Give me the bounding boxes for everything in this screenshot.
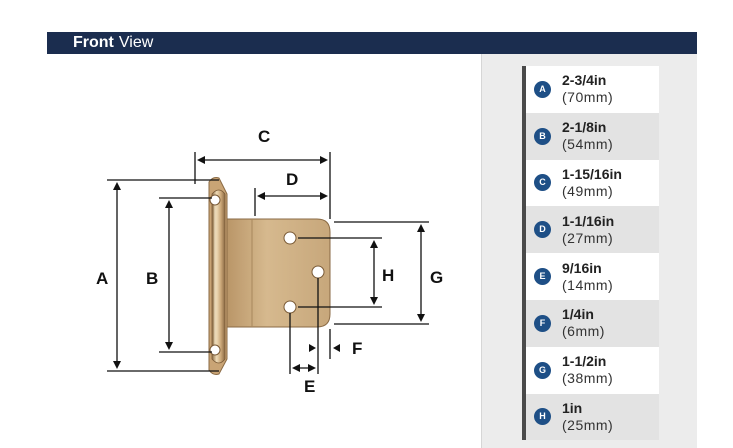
header-title-rest: View xyxy=(118,34,154,51)
label-e: E xyxy=(304,377,315,396)
value-inches: 1-1/16in xyxy=(562,212,615,229)
badge-c: C xyxy=(534,174,551,192)
plate-hole-middle xyxy=(311,265,325,279)
value-mm: (14mm) xyxy=(562,276,614,293)
plate-hole-bottom xyxy=(283,300,297,314)
badge-f: F xyxy=(534,314,551,332)
value-inches: 9/16in xyxy=(562,259,602,276)
label-a: A xyxy=(96,269,108,288)
value-mm: (54mm) xyxy=(562,136,614,153)
dimensions-legend: A 2-3/4in(70mm) B 2-1/8in(54mm) C 1-15/1… xyxy=(522,66,659,441)
value-inches: 1-1/2in xyxy=(562,353,607,370)
hinge-plate xyxy=(224,218,331,328)
label-g: G xyxy=(430,268,443,287)
label-d: D xyxy=(286,170,298,189)
label-h: H xyxy=(382,266,394,285)
badge-a: A xyxy=(534,80,551,98)
badge-g: G xyxy=(534,361,551,379)
value-mm: (27mm) xyxy=(562,229,614,246)
legend-row-g: G 1-1/2in(38mm) xyxy=(522,346,659,394)
badge-d: D xyxy=(534,221,551,239)
hinge-knuckle xyxy=(211,189,226,364)
frame-hole-bottom xyxy=(209,344,221,356)
value-inches: 1-15/16in xyxy=(562,165,622,182)
label-f: F xyxy=(352,339,362,358)
value-inches: 2-1/8in xyxy=(562,119,607,136)
value-inches: 2-3/4in xyxy=(562,72,607,89)
badge-h: H xyxy=(534,408,551,426)
value-inches: 1in xyxy=(562,399,583,416)
dimensions-legend-panel: A 2-3/4in(70mm) B 2-1/8in(54mm) C 1-15/1… xyxy=(481,54,697,448)
value-mm: (70mm) xyxy=(562,89,614,106)
value-mm: (6mm) xyxy=(562,323,605,340)
value-mm: (49mm) xyxy=(562,182,614,199)
plate-hole-top xyxy=(283,231,297,245)
value-mm: (38mm) xyxy=(562,370,614,387)
value-mm: (25mm) xyxy=(562,416,614,433)
hinge-diagram: A B C D E F G H xyxy=(96,127,443,396)
badge-b: B xyxy=(534,127,551,145)
frame-hole-top xyxy=(209,194,221,206)
badge-e: E xyxy=(534,268,551,286)
legend-row-f: F 1/4in(6mm) xyxy=(522,299,659,347)
value-inches: 1/4in xyxy=(562,306,594,323)
legend-row-d: D 1-1/16in(27mm) xyxy=(522,206,659,254)
dimension-arrowheads xyxy=(113,156,425,372)
header-title-bold: Front xyxy=(73,34,114,51)
label-b: B xyxy=(146,269,158,288)
dimension-lines xyxy=(107,152,429,374)
legend-row-c: C 1-15/16in(49mm) xyxy=(522,159,659,207)
legend-row-a: A 2-3/4in(70mm) xyxy=(522,66,659,113)
legend-row-e: E 9/16in(14mm) xyxy=(522,253,659,300)
legend-row-h: H 1in(25mm) xyxy=(522,393,659,441)
legend-row-b: B 2-1/8in(54mm) xyxy=(522,112,659,160)
label-c: C xyxy=(258,127,270,146)
hinge-dimension-drawing: A B C D E F G H xyxy=(47,54,481,448)
